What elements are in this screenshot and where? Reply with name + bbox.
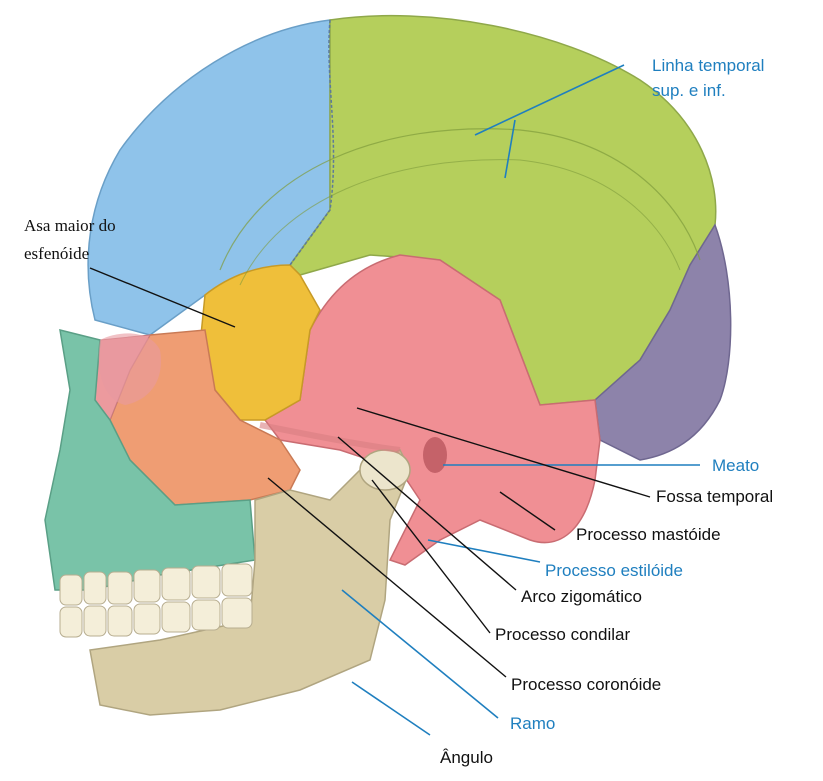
temporal-lines: [219, 128, 701, 271]
mandible-bone: [89, 448, 411, 716]
label-processo-estiloide: Processo estilóide: [545, 561, 683, 580]
label-meato: Meato: [712, 456, 760, 475]
external-meatus: [423, 437, 447, 473]
coronal-suture: [289, 19, 335, 266]
temporal-bone: [263, 254, 601, 566]
label-asa-maior-line2: esfenóide: [24, 244, 90, 263]
condyle: [359, 449, 411, 491]
label-processo-mastoide: Processo mastóide: [576, 525, 721, 544]
orbit: [98, 333, 161, 405]
teeth: [59, 563, 253, 638]
label-processo-condilar: Processo condilar: [495, 625, 631, 644]
zygomatic-arch: [259, 422, 401, 453]
label-linha-temporal-line1: Linha temporal: [652, 56, 765, 75]
occipital-bone: [594, 223, 732, 461]
label-asa-maior-line1: Asa maior do: [24, 216, 116, 235]
frontal-bone: [87, 19, 331, 336]
blue-leader-lines: [341, 64, 700, 736]
label-linha-temporal-line2: sup. e inf.: [652, 81, 726, 100]
black-leader-lines: [89, 267, 651, 678]
label-fossa-temporal: Fossa temporal: [656, 487, 774, 506]
label-angulo: Ângulo: [440, 748, 493, 767]
sphenoid-greater-wing: [199, 264, 321, 421]
label-ramo: Ramo: [510, 714, 556, 733]
label-arco-zigomatico: Arco zigomático: [521, 587, 642, 606]
label-processo-coronoide: Processo coronóide: [511, 675, 662, 694]
